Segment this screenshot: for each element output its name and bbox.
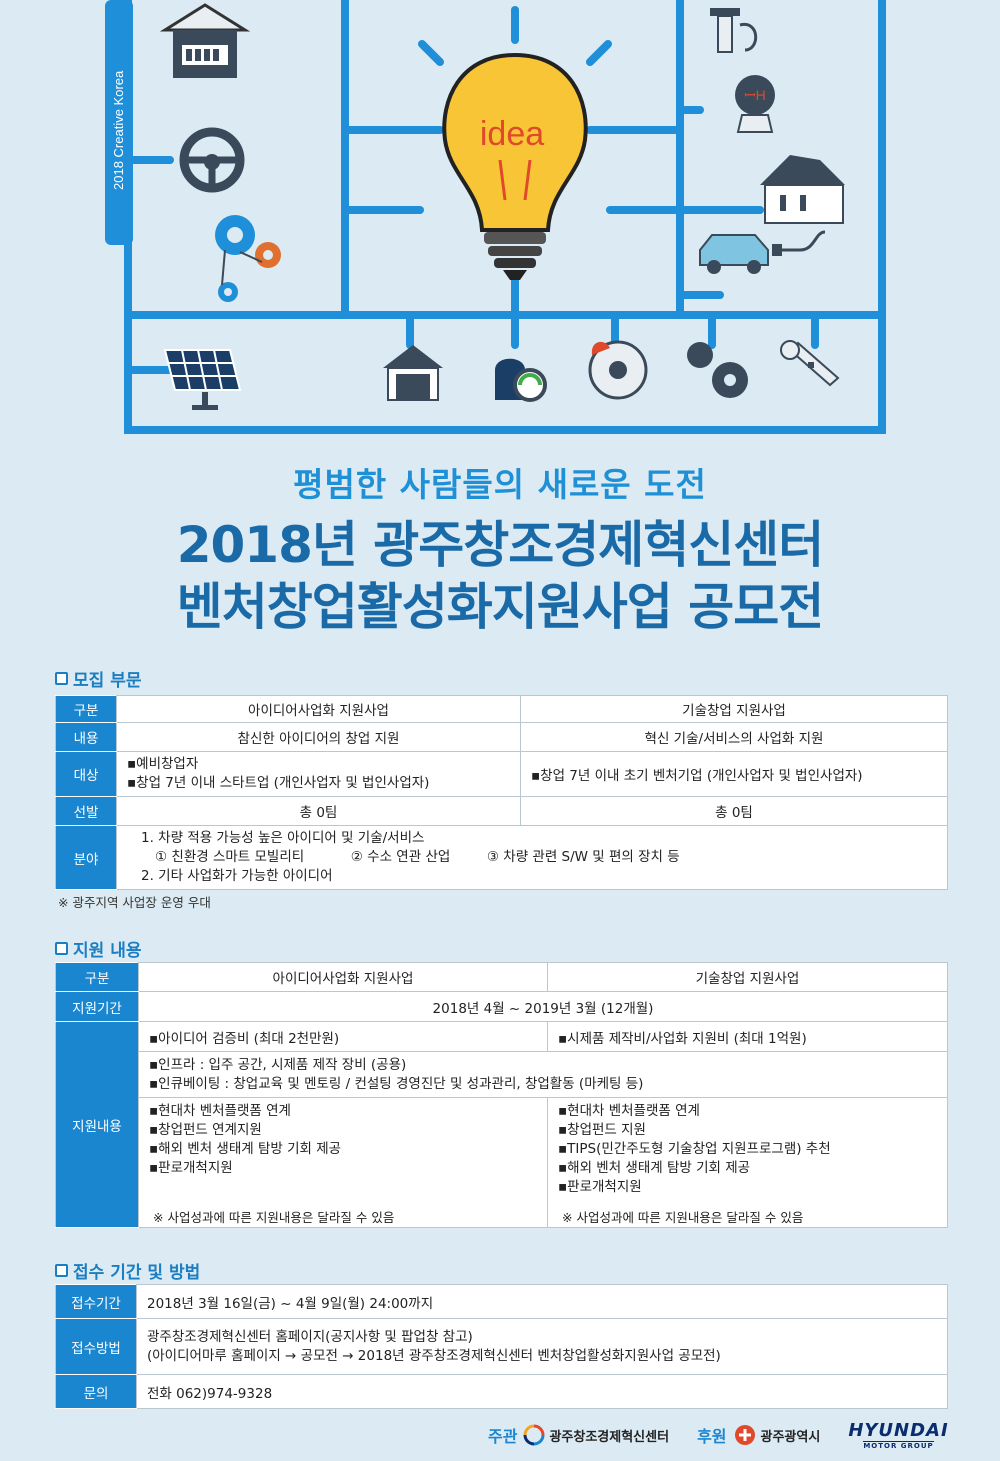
battery-house-icon xyxy=(159,3,251,78)
footer-organizers: 주관 광주창조경제혁신센터 후원 광주광역시 HYUNDAI MOTOR GRO… xyxy=(488,1420,949,1450)
pump-icon xyxy=(710,8,758,53)
model-kit-frame xyxy=(124,0,886,434)
table-row: 대상 ▪예비창업자 ▪창업 7년 이내 스타트업 (개인사업자 및 법인사업자)… xyxy=(55,751,948,797)
sponsor-label: 후원 xyxy=(697,1427,727,1446)
support-table: 구분 아이디어사업화 지원사업 기술창업 지원사업 지원기간 2018년 4월 … xyxy=(55,962,948,1228)
page-title-line2: 벤처창업활성화지원사업 공모전 xyxy=(176,578,824,636)
square-bullet-icon xyxy=(55,1264,68,1277)
table-row: 접수기간 2018년 3월 16일(금) ~ 4월 9일(월) 24:00까지 xyxy=(55,1284,948,1319)
table-row: 접수방법 광주창조경제혁신센터 홈페이지(공지사항 및 팝업창 참고) (아이디… xyxy=(55,1318,948,1375)
house-icon xyxy=(760,155,845,224)
timing-belt-icon xyxy=(687,342,748,398)
table-row: 구분 아이디어사업화 지원사업 기술창업 지원사업 xyxy=(55,695,948,723)
creative-center-logo-icon xyxy=(523,1424,545,1446)
square-bullet-icon xyxy=(55,942,68,955)
vertical-label: 2018 Creative Korea xyxy=(111,70,126,190)
support-section-title: 지원 내용 xyxy=(55,936,141,961)
recruit-note: ※ 광주지역 사업장 운영 우대 xyxy=(58,895,211,910)
apply-section-title: 접수 기간 및 방법 xyxy=(55,1258,200,1283)
table-row: 분야 1. 차량 적용 가능성 높은 아이디어 및 기술/서비스 ① 친환경 스… xyxy=(55,825,948,890)
steering-wheel-icon xyxy=(179,127,245,193)
svg-text:ꟷH: ꟷH xyxy=(744,87,766,103)
lightbulb-icon: idea xyxy=(418,6,612,280)
table-row: 구분 아이디어사업화 지원사업 기술창업 지원사업 xyxy=(55,962,948,992)
recruit-section-title: 모집 부문 xyxy=(55,666,141,691)
row-header: 구분 xyxy=(55,695,117,723)
brake-disc-icon xyxy=(588,340,648,400)
host-logo: 광주창조경제혁신센터 xyxy=(523,1424,669,1446)
page-subtitle: 평범한 사람들의 새로운 도전 xyxy=(293,465,707,504)
table-row: 지원기간 2018년 4월 ~ 2019년 3월 (12개월) xyxy=(55,991,948,1022)
wrench-icon xyxy=(780,340,840,387)
recruit-table: 구분 아이디어사업화 지원사업 기술창업 지원사업 내용 참신한 아이디어의 창… xyxy=(55,695,948,890)
table-row: 문의 전화 062)974-9328 xyxy=(55,1374,948,1409)
electric-car-icon xyxy=(699,230,826,274)
table-row: 내용 참신한 아이디어의 창업 지원 혁신 기술/서비스의 사업화 지원 xyxy=(55,722,948,752)
hero-illustration: 2018 Creative Korea idea xyxy=(105,0,886,434)
speedometer-icon xyxy=(495,358,547,402)
hyundai-logo: HYUNDAI MOTOR GROUP xyxy=(848,1420,949,1450)
gear-shift-icon: ꟷH xyxy=(735,75,775,133)
sponsor-logo: 광주광역시 xyxy=(733,1423,820,1447)
garage-icon xyxy=(383,345,443,401)
table-row: 지원내용 ▪아이디어 검증비 (최대 2천만원) ▪시제품 제작비/사업화 지원… xyxy=(55,1021,948,1228)
title-block: 평범한 사람들의 새로운 도전 2018년 광주창조경제혁신센터 벤처창업활성화… xyxy=(0,458,1000,638)
vertical-label-tab: 2018 Creative Korea xyxy=(105,0,133,245)
solar-panel-icon xyxy=(163,349,242,410)
gwangju-city-logo-icon xyxy=(734,1425,755,1445)
table-row: ▪인프라 : 입주 공간, 시제품 제작 장비 (공용) ▪인큐베이팅 : 창업… xyxy=(56,1051,948,1098)
table-row: 선발 총 0팀 총 0팀 xyxy=(55,796,948,826)
page-title-line1: 2018년 광주창조경제혁신센터 xyxy=(176,516,825,574)
bulb-text: idea xyxy=(480,115,544,153)
host-label: 주관 xyxy=(488,1427,518,1446)
square-bullet-icon xyxy=(55,672,68,685)
apply-table: 접수기간 2018년 3월 16일(금) ~ 4월 9일(월) 24:00까지 … xyxy=(55,1284,948,1409)
table-row: ▪현대차 벤처플랫폼 연계 ▪창업펀드 연계지원 ▪해외 벤처 생태계 탐방 기… xyxy=(56,1097,948,1228)
gears-icon xyxy=(215,215,281,302)
